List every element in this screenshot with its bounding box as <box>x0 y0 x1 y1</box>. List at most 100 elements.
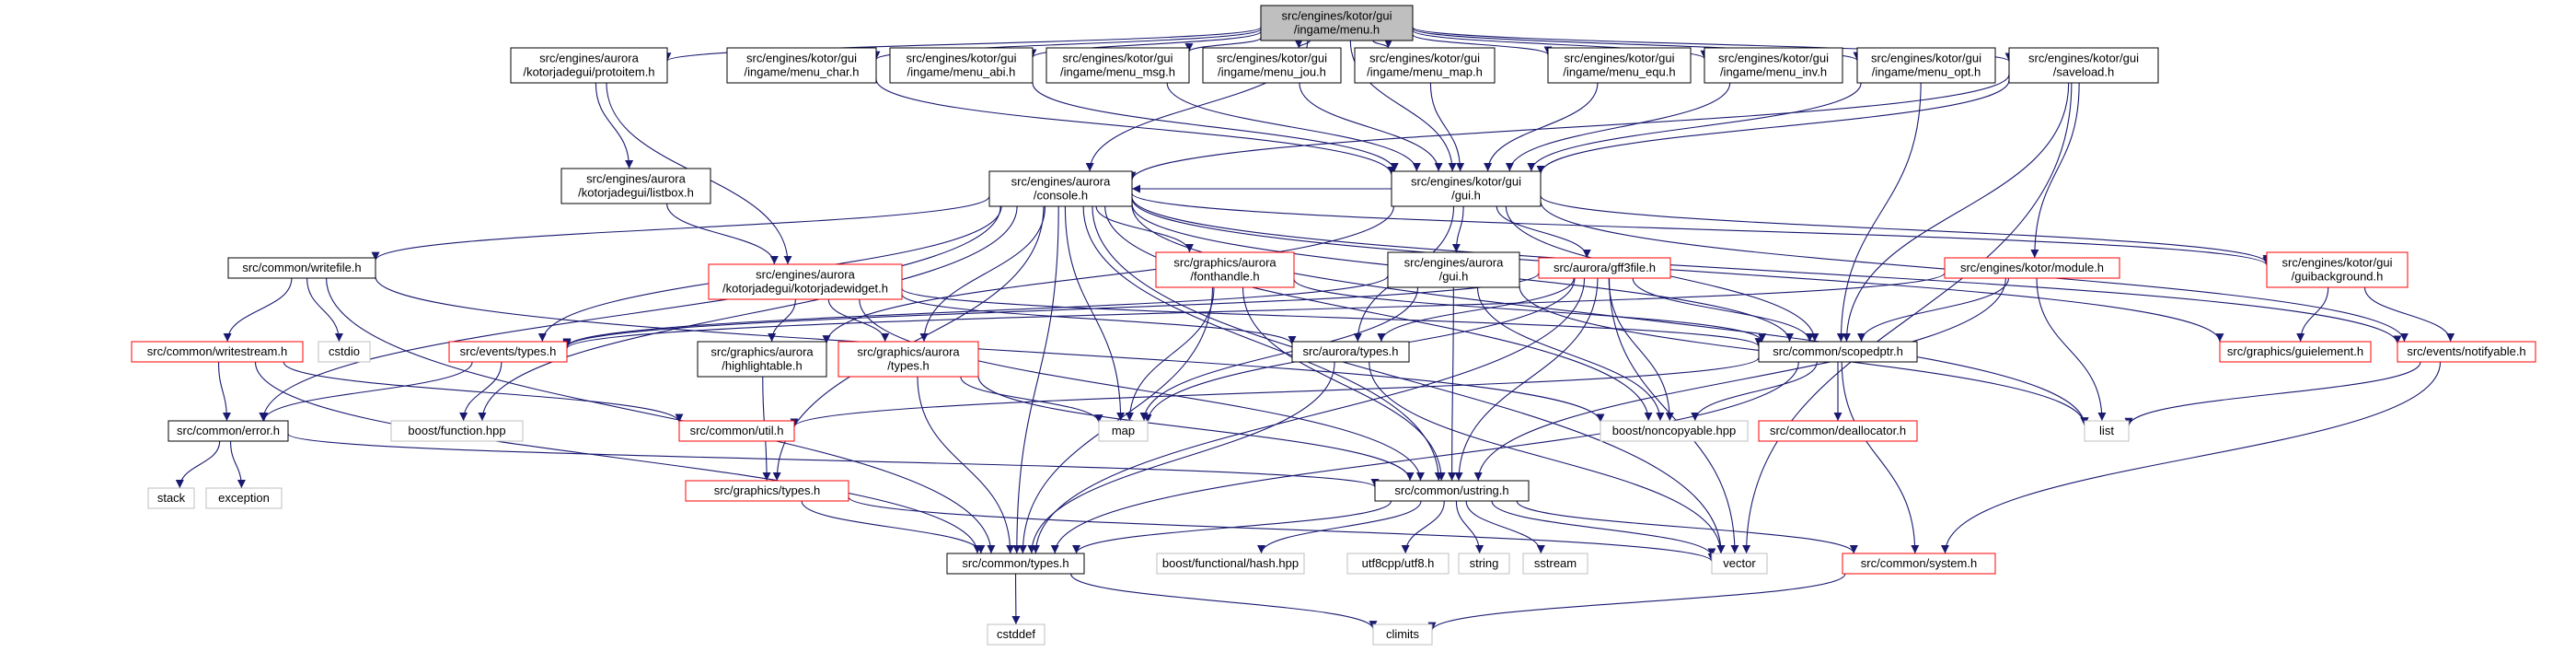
node-menu_map[interactable]: src/engines/kotor/gui/ingame/menu_map.h <box>1354 47 1496 84</box>
edge-error-to-stack <box>175 440 221 489</box>
node-writefile[interactable]: src/common/writefile.h <box>227 257 376 279</box>
node-boosthash: boost/functional/hash.hpp <box>1156 553 1305 575</box>
node-box-error <box>167 420 289 442</box>
node-label-utf8-line-0: utf8cpp/utf8.h <box>1362 556 1435 570</box>
edge-menu-to-menu_abi <box>1028 30 1262 58</box>
edge-fonthandle-to-scopedptr <box>1293 278 1767 343</box>
node-listbox[interactable]: src/engines/aurora/kotorjadegui/listbox.… <box>560 168 711 204</box>
node-box-guielement <box>2219 341 2372 363</box>
edge-kjwidget-to-ustring <box>859 298 1425 482</box>
edge-saveload-to-scopedptr <box>1842 82 2070 343</box>
edge-console-to-guibg <box>1131 192 2271 266</box>
edge-scopedptr-to-noncopy <box>1691 361 1818 422</box>
node-menu_char[interactable]: src/engines/kotor/gui/ingame/menu_char.h <box>726 47 877 84</box>
node-label-menu_map-line-0: src/engines/kotor/gui <box>1369 52 1480 65</box>
edge-gatypes-to-ustring <box>977 376 1415 482</box>
edge-gatypes-to-ctypes <box>917 376 1015 554</box>
node-gff3[interactable]: src/aurora/gff3file.h <box>1538 257 1671 279</box>
edge-kjwidget-to-auroratypes <box>901 294 1297 345</box>
node-box-cstdio <box>318 341 371 363</box>
node-label-menu_equ-line-0: src/engines/kotor/gui <box>1565 52 1675 65</box>
node-kjwidget[interactable]: src/engines/aurora/kotorjadegui/kotorjad… <box>708 263 903 300</box>
edge-ustring-to-boosthash <box>1257 500 1422 554</box>
node-error[interactable]: src/common/error.h <box>167 420 289 442</box>
node-gtypes[interactable]: src/graphics/types.h <box>685 480 849 502</box>
node-box-gtypes <box>685 480 849 502</box>
node-protoitem[interactable]: src/engines/aurora/kotorjadegui/protoite… <box>510 47 668 84</box>
node-box-agui <box>1387 251 1520 288</box>
edge-writefile-to-noncopy <box>375 276 1605 423</box>
edge-menu_inv-to-kgui <box>1505 82 1731 172</box>
node-console[interactable]: src/engines/aurora/console.h <box>988 170 1133 207</box>
node-menu_msg[interactable]: src/engines/kotor/gui/ingame/menu_msg.h <box>1045 47 1190 84</box>
edge-module-to-evtypes <box>562 272 1946 349</box>
node-scopedptr[interactable]: src/common/scopedptr.h <box>1758 341 1918 363</box>
node-box-noncopy <box>1600 420 1749 442</box>
node-label-menu_abi-line-1: /ingame/menu_abi.h <box>907 65 1016 79</box>
node-label-exception-line-0: exception <box>218 491 270 505</box>
node-ctypes[interactable]: src/common/types.h <box>946 553 1085 575</box>
node-box-sstream <box>1522 553 1588 575</box>
node-box-auroratypes <box>1291 341 1410 363</box>
edge-gff3-to-ustring <box>1454 277 1599 482</box>
node-writestream[interactable]: src/common/writestream.h <box>131 341 304 363</box>
node-label-noncopy-line-0: boost/noncopyable.hpp <box>1612 424 1736 437</box>
edge-menu_jou-to-kgui <box>1299 82 1443 172</box>
node-stack: stack <box>147 487 195 509</box>
edge-protoitem-to-listbox <box>595 82 634 169</box>
node-highlight[interactable]: src/graphics/aurora/highlightable.h <box>697 341 827 378</box>
edge-kgui-to-guibg <box>1540 195 2271 264</box>
node-box-writefile <box>227 257 376 279</box>
edge-auroratypes-to-ctypes <box>1027 361 1335 554</box>
edge-console-to-fonthandle <box>1095 205 1194 253</box>
node-fonthandle[interactable]: src/graphics/aurora/fonthandle.h <box>1155 251 1295 288</box>
node-kgui[interactable]: src/engines/kotor/gui/gui.h <box>1391 170 1542 207</box>
node-label-menu_msg-line-0: src/engines/kotor/gui <box>1063 52 1173 65</box>
edge-writestream-to-ctypes <box>254 361 982 554</box>
node-menu_inv[interactable]: src/engines/kotor/gui/ingame/menu_inv.h <box>1704 47 1843 84</box>
edge-auroratypes-to-vector <box>1369 361 1726 554</box>
node-cstddef: cstddef <box>987 623 1045 646</box>
node-util[interactable]: src/common/util.h <box>678 420 795 442</box>
node-saveload[interactable]: src/engines/kotor/gui/saveload.h <box>2008 47 2159 84</box>
edge-gtypes-to-ctypes <box>801 500 986 554</box>
edge-menu_map-to-kgui <box>1429 82 1465 172</box>
edge-notifyable-to-system <box>1941 361 2442 554</box>
edge-menu_opt-to-kgui <box>1527 82 1862 172</box>
node-map: map <box>1098 420 1149 442</box>
node-label-writefile-line-0: src/common/writefile.h <box>242 261 361 274</box>
node-evtypes[interactable]: src/events/types.h <box>448 341 568 363</box>
node-vector: vector <box>1711 553 1768 575</box>
node-menu_abi[interactable]: src/engines/kotor/gui/ingame/menu_abi.h <box>889 47 1034 84</box>
node-dealloc[interactable]: src/common/deallocator.h <box>1758 420 1918 442</box>
edge-menu_char-to-kgui <box>875 78 1396 176</box>
node-menu_opt[interactable]: src/engines/kotor/gui/ingame/menu_opt.h <box>1856 47 1996 84</box>
node-label-fonthandle-line-1: /fonthandle.h <box>1190 270 1259 284</box>
edge-console-to-ustring <box>1082 205 1443 482</box>
node-auroratypes[interactable]: src/aurora/types.h <box>1291 341 1410 363</box>
node-menu_jou[interactable]: src/engines/kotor/gui/ingame/menu_jou.h <box>1202 47 1342 84</box>
node-agui[interactable]: src/engines/aurora/gui.h <box>1387 251 1520 288</box>
node-ustring[interactable]: src/common/ustring.h <box>1374 480 1530 502</box>
node-box-menu_map <box>1354 47 1496 84</box>
node-box-fonthandle <box>1155 251 1295 288</box>
edge-writestream-to-error <box>217 361 231 422</box>
node-notifyable[interactable]: src/events/notifyable.h <box>2397 341 2536 363</box>
node-label-agui-line-1: /gui.h <box>1439 270 1469 284</box>
node-menu_equ[interactable]: src/engines/kotor/gui/ingame/menu_equ.h <box>1547 47 1692 84</box>
node-system[interactable]: src/common/system.h <box>1842 553 1996 575</box>
node-menu[interactable]: src/engines/kotor/gui/ingame/menu.h <box>1260 5 1414 41</box>
node-guielement[interactable]: src/graphics/guielement.h <box>2219 341 2372 363</box>
edge-ustring-to-ctypes <box>1072 500 1392 554</box>
node-guibg[interactable]: src/engines/kotor/gui/guibackground.h <box>2266 251 2409 288</box>
node-module[interactable]: src/engines/kotor/module.h <box>1944 257 2120 279</box>
node-box-evtypes <box>448 341 568 363</box>
node-label-module-line-0: src/engines/kotor/module.h <box>1960 261 2104 274</box>
edge-agui-to-ustring <box>1448 286 1457 482</box>
node-gatypes[interactable]: src/graphics/aurora/types.h <box>837 341 979 378</box>
node-label-protoitem-line-1: /kotorjadegui/protoitem.h <box>523 65 654 79</box>
node-label-notifyable-line-0: src/events/notifyable.h <box>2407 344 2525 358</box>
edge-menu-to-protoitem <box>663 27 1262 62</box>
node-utf8: utf8cpp/utf8.h <box>1346 553 1450 575</box>
